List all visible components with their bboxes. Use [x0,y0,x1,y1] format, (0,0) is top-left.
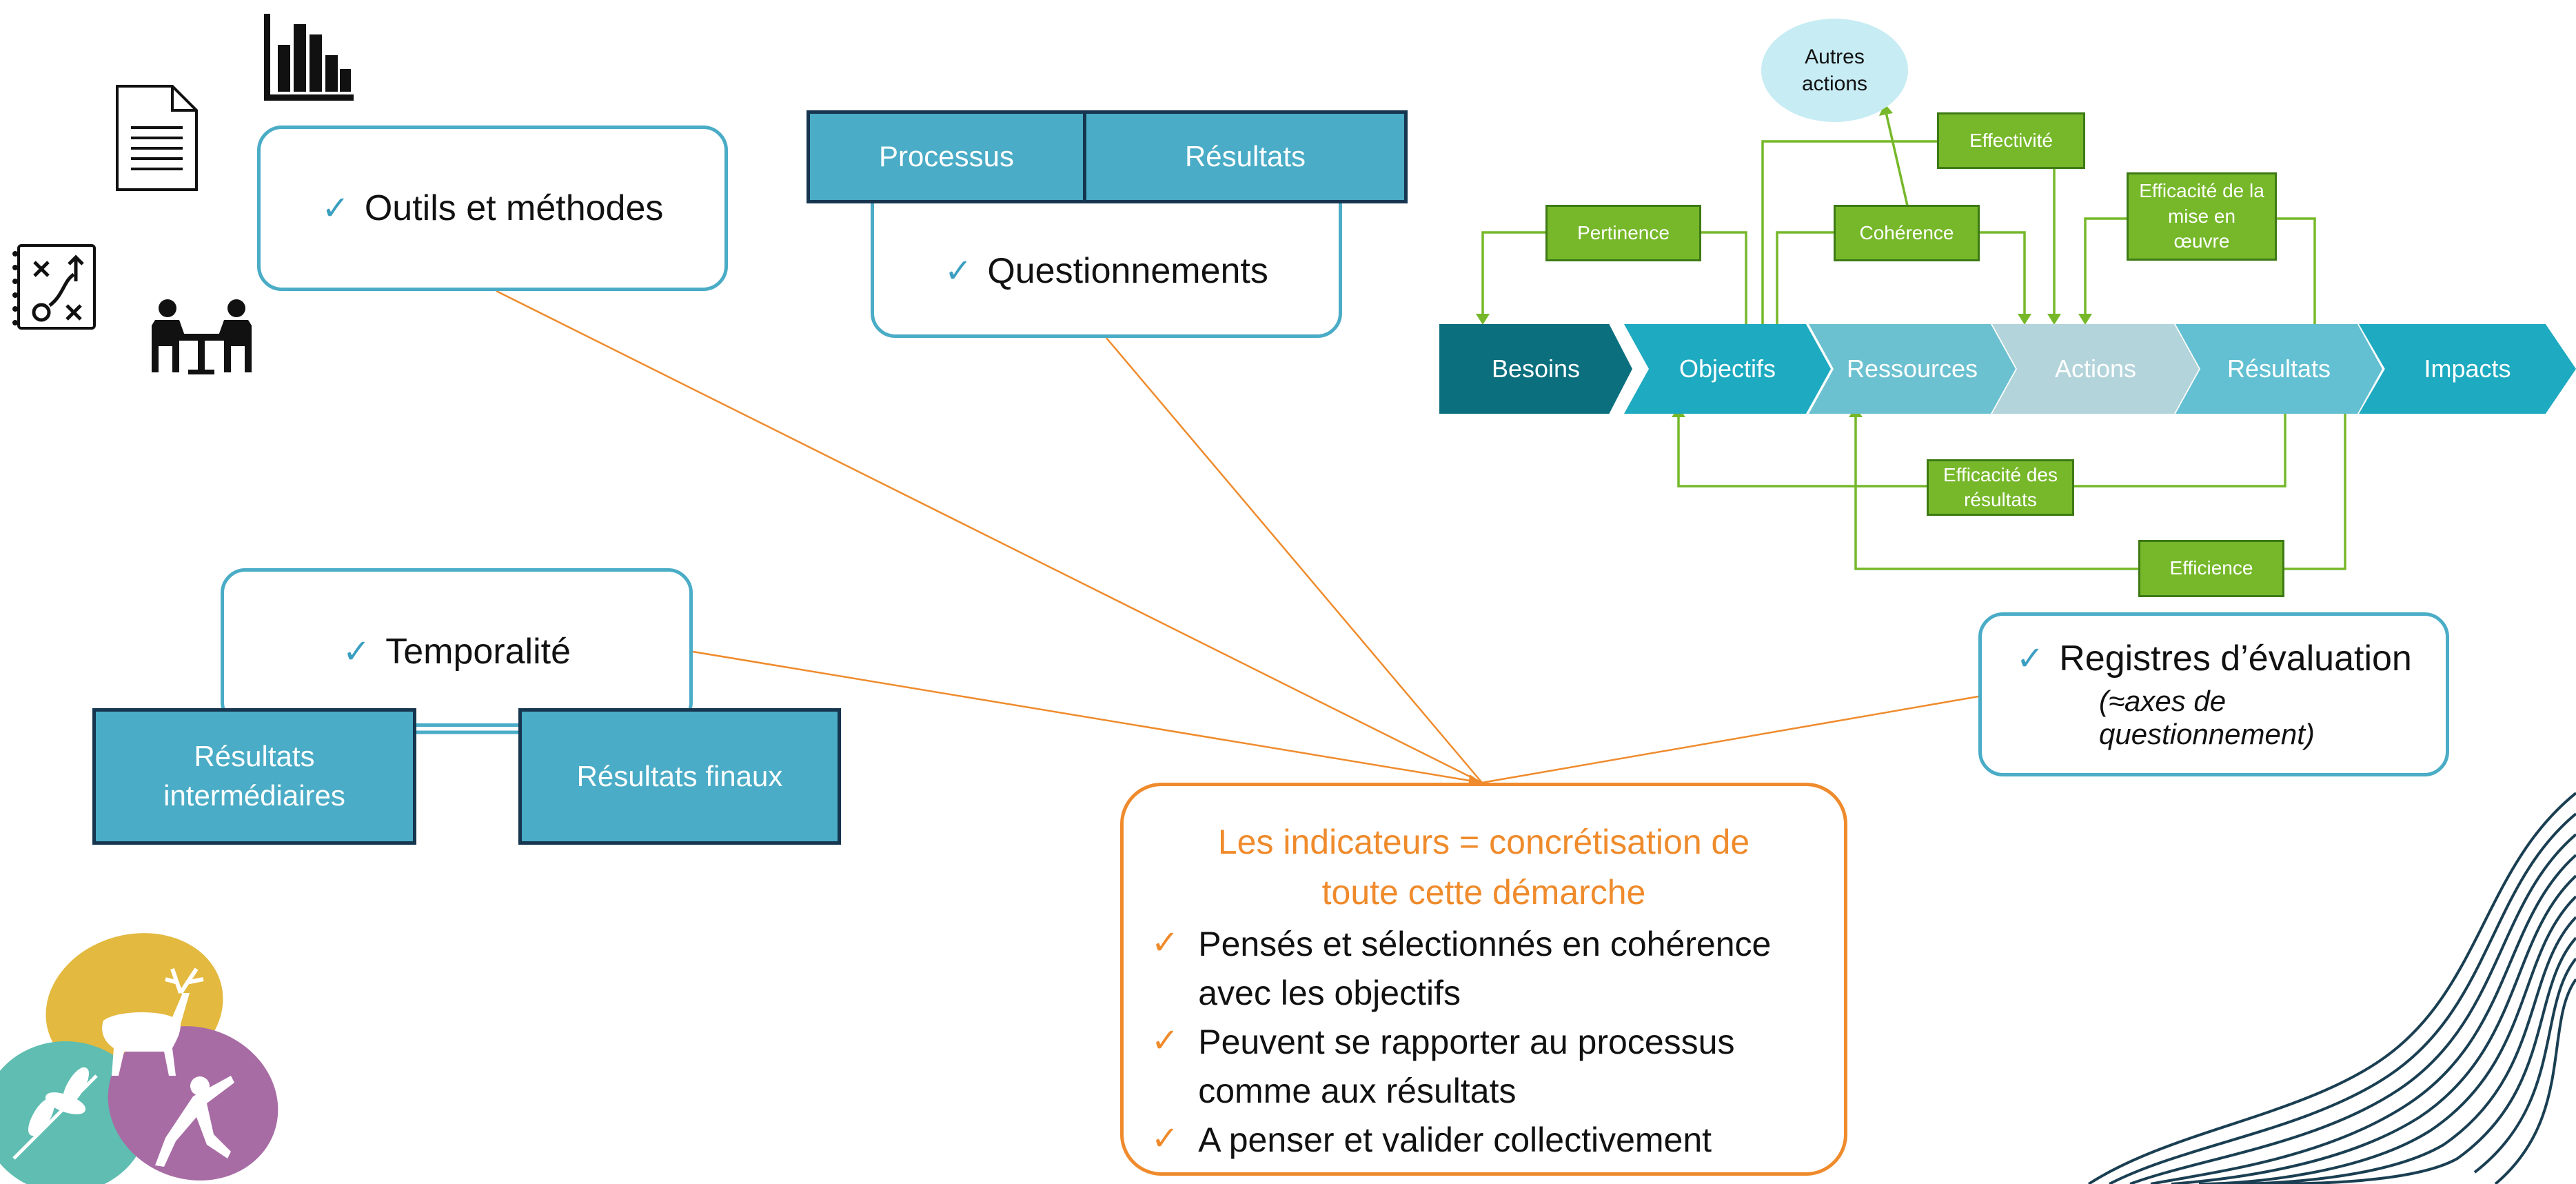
resultats-tab: Résultats [1083,110,1408,203]
chain-stage-impacts: Impacts [2359,324,2576,414]
meeting-icon [148,298,255,377]
resultats-intermediaires-box: Résultats intermédiaires [92,708,416,845]
chain-stage-actions: Actions [1992,324,2199,414]
person-silhouette [155,1076,234,1167]
criterion-coherence: Cohérence [1834,205,1980,261]
wave-decoration [2087,792,2576,1184]
check-icon: ✓ [2016,641,2045,677]
indicateur-item: ✓ Pensés et sélectionnés en cohérence av… [1151,920,1816,1018]
check-icon: ✓ [342,634,371,670]
questionnements-label: Questionnements [987,250,1268,291]
criteria-flow-lines [1481,112,2346,570]
temporalite-label: Temporalité [385,632,571,672]
indicateurs-title: Les indicateurs = concrétisation de tout… [1217,823,1750,912]
registres-sublabel: (≈axes de questionnement) [2099,685,2315,750]
indicateur-item: ✓ A penser et valider collectivement [1151,1116,1816,1165]
indicateur-item-text: Pensés et sélectionnés en cohérence avec… [1198,925,1772,1012]
convergence-lines [496,290,1979,784]
criterion-effectivite: Effectivité [1937,112,2085,169]
criterion-efficacite-mise-en-oeuvre: Efficacité de la mise en œuvre [2127,172,2277,261]
check-icon: ✓ [1151,1023,1179,1059]
document-icon [114,83,200,193]
chain-stage-ressources: Ressources [1809,324,2016,414]
leaf-silhouette [12,1067,98,1160]
chain-stage-resultats: Résultats [2176,324,2382,414]
criterion-efficacite-resultats: Efficacité des résultats [1927,459,2074,516]
temporalite-box [221,568,693,727]
criterion-efficience: Efficience [2138,540,2284,597]
bar-chart-icon [261,10,357,103]
resultats-finaux-box: Résultats finaux [518,708,841,845]
processus-tab: Processus [807,110,1086,203]
outils-label: Outils et méthodes [364,188,664,228]
check-icon: ✓ [1151,1121,1179,1157]
indicateur-item-text: A penser et valider collectivement [1198,1121,1712,1159]
chain-stage-besoins: Besoins [1439,324,1632,414]
criterion-pertinence: Pertinence [1545,205,1701,261]
logo-blobs [0,933,278,1184]
deer-silhouette [102,967,204,1076]
temporalite-title: ✓ Temporalité [221,617,693,686]
registres-box: ✓ Registres d’évaluation (≈axes de quest… [1978,612,2449,776]
registres-label: Registres d’évaluation [2059,639,2412,679]
indicateurs-box: Les indicateurs = concrétisation de tout… [1120,783,1847,1176]
indicateur-item-text: Peuvent se rapporter au processus comme … [1198,1023,1735,1110]
chain-stage-objectifs: Objectifs [1624,324,1831,414]
check-icon: ✓ [944,252,973,290]
check-icon: ✓ [1151,925,1179,961]
indicateur-item: ✓ Peuvent se rapporter au processus comm… [1151,1018,1816,1116]
strategy-board-icon [8,240,98,333]
outils-methodes-box: ✓ Outils et méthodes [257,126,728,291]
check-icon: ✓ [321,190,349,227]
autres-actions-ellipse: Autres actions [1761,19,1908,122]
